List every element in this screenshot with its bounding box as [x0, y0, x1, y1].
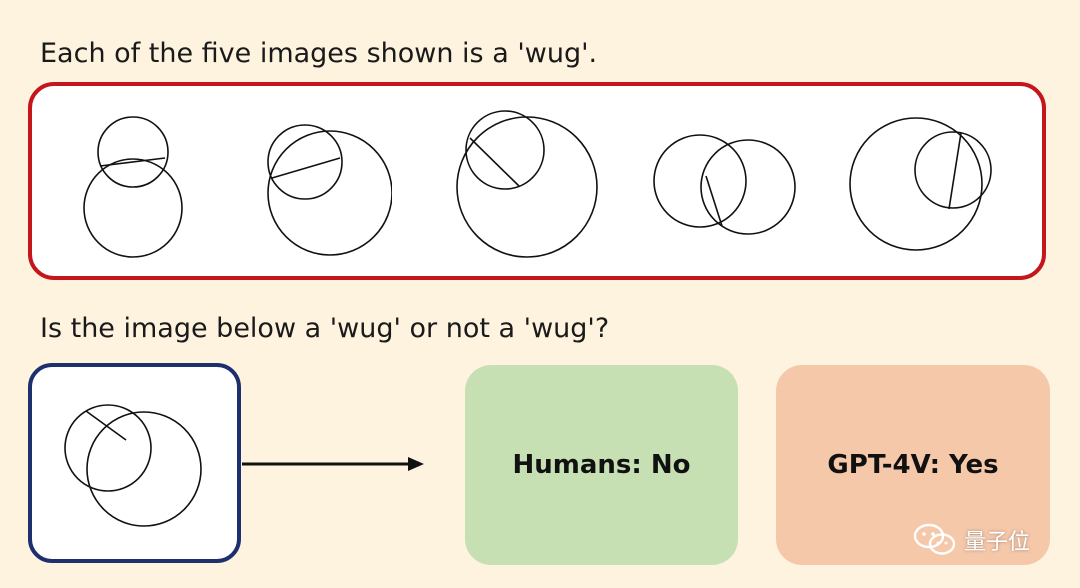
wechat-icon — [913, 523, 956, 555]
wug-examples-panel — [28, 82, 1046, 280]
question-prompt: Is the image below a 'wug' or not a 'wug… — [40, 313, 610, 344]
wug-example-2 — [267, 124, 392, 256]
humans-answer-box: Humans: No — [465, 365, 738, 565]
gpt4v-answer-label: GPT-4V: Yes — [827, 450, 999, 480]
query-image-panel — [28, 363, 241, 563]
watermark: 量子位 — [912, 522, 1030, 558]
wug-example-5 — [849, 117, 992, 251]
gpt4v-answer-box: GPT-4V: Yes — [776, 365, 1050, 565]
watermark-text: 量子位 — [964, 530, 1031, 555]
wug-example-4 — [653, 134, 796, 235]
intro-prompt: Each of the five images shown is a 'wug'… — [40, 38, 598, 69]
humans-answer-label: Humans: No — [512, 450, 691, 480]
arrow-connector — [242, 457, 424, 471]
wug-example-3 — [456, 110, 598, 258]
query-wug-figure — [64, 404, 202, 527]
wug-example-1 — [83, 116, 183, 258]
